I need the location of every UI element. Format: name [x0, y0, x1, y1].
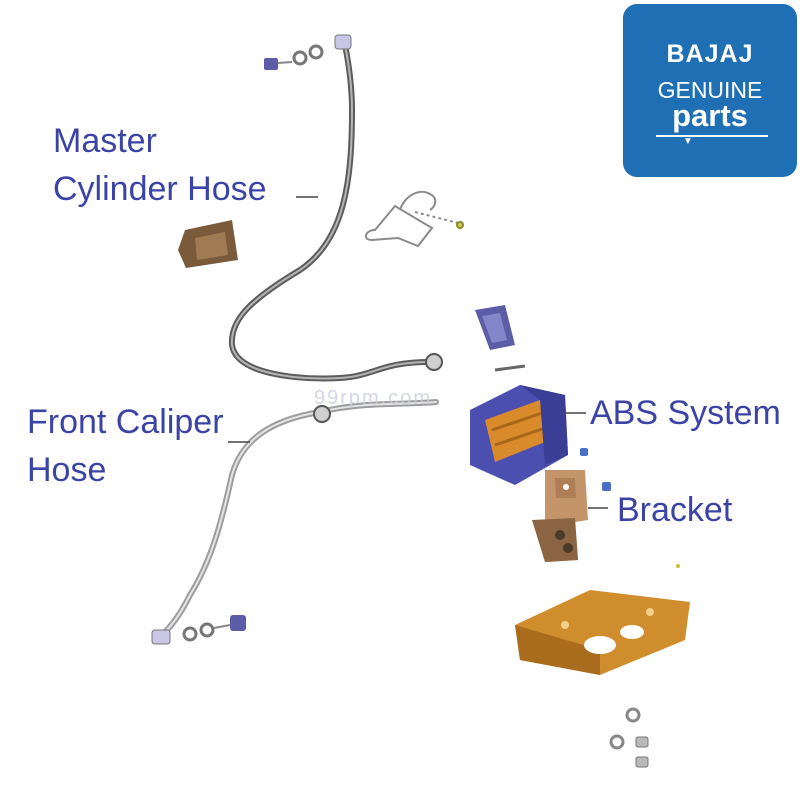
abs-connector [475, 305, 526, 372]
label-master-cylinder-hose: Master Cylinder Hose [53, 116, 267, 215]
bajaj-genuine-parts-logo: BAJAJ GENUINE parts ▼ [623, 4, 797, 177]
master-hose-fasteners [264, 44, 324, 70]
hose-clamp-hook [364, 190, 464, 248]
master-cylinder-hose [228, 34, 443, 382]
label-master-line1: Master [53, 122, 157, 160]
abs-mounting-plate [515, 590, 690, 675]
front-caliper-hose [151, 399, 439, 645]
label-caliper-line2: Hose [27, 451, 107, 489]
logo-genuine: GENUINE [657, 77, 763, 103]
label-master-line2: Cylinder Hose [53, 170, 267, 208]
logo-arrow-icon: ▼ [683, 136, 693, 147]
label-front-caliper-hose: Front Caliper Hose [27, 397, 224, 496]
hose-holder-clip [178, 220, 238, 268]
label-caliper-line1: Front Caliper [27, 403, 224, 441]
logo-parts: parts [672, 98, 748, 133]
logo-brand: BAJAJ [666, 40, 754, 68]
watermark: 99rpm.com [314, 387, 433, 409]
abs-unit [470, 385, 568, 485]
abs-mounting-bolts [580, 448, 611, 491]
logo-underline [656, 135, 768, 137]
caliper-hose-fasteners [182, 615, 246, 642]
mounting-hardware [609, 564, 680, 768]
abs-bracket [532, 470, 588, 562]
label-bracket: Bracket [617, 491, 733, 529]
label-abs-system: ABS System [590, 394, 781, 432]
